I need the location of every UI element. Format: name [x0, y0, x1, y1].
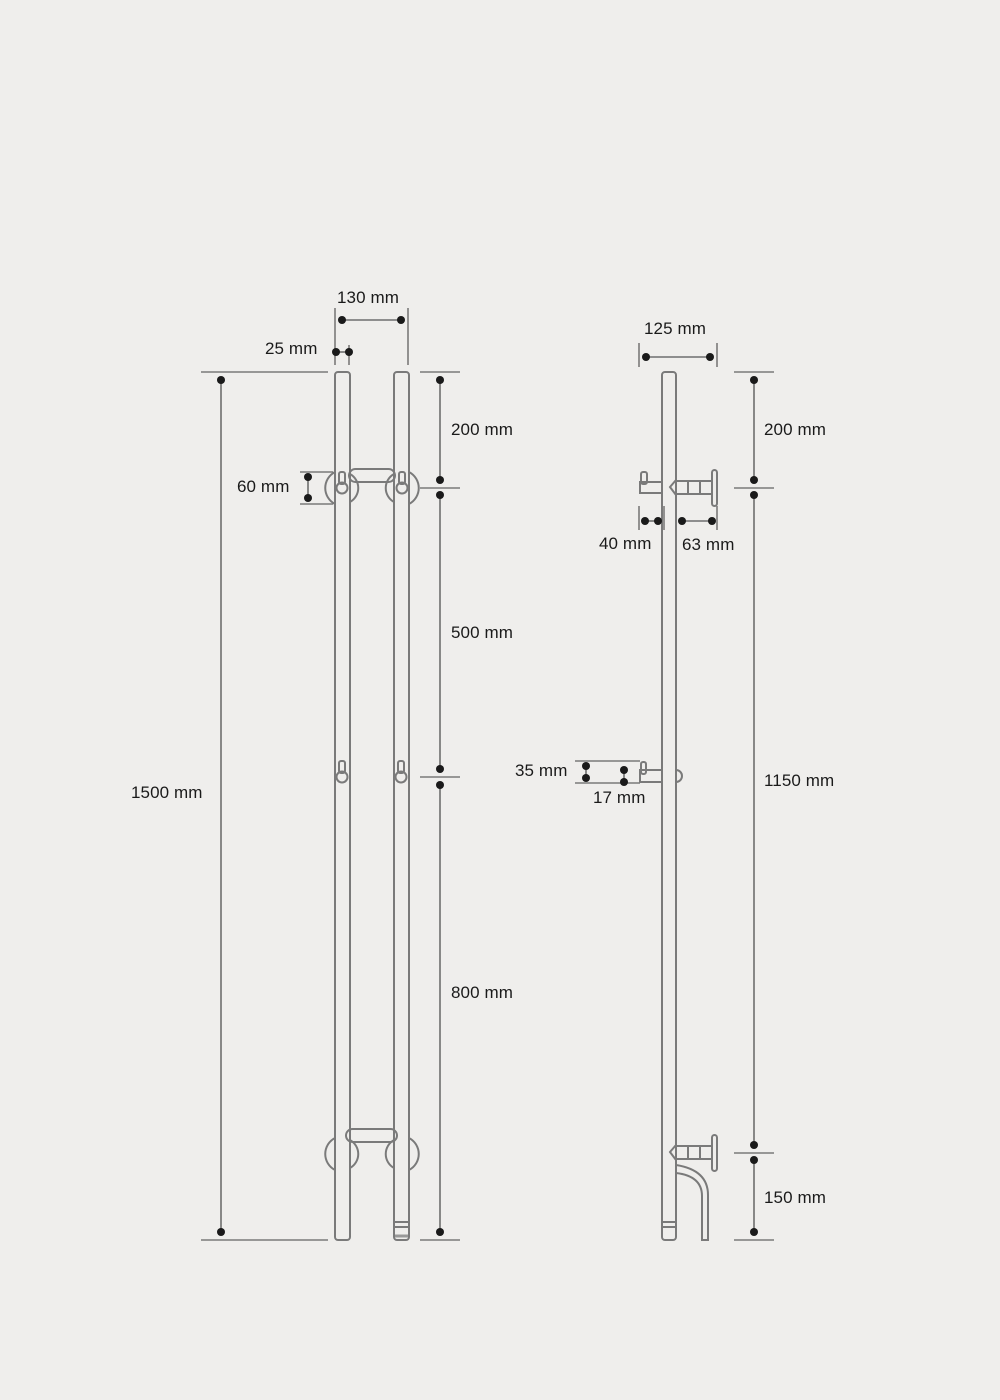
dim-label-bottom-segment: 800 mm	[451, 983, 514, 1002]
middle-pegs	[335, 760, 408, 784]
dim-label-peg-depth: 17 mm	[593, 788, 646, 807]
dim-label-bracket-depth: 63 mm	[682, 535, 735, 554]
right-bar	[393, 371, 410, 1241]
dim-label-top-segment: 200 mm	[451, 420, 514, 439]
dim-label-projection: 125 mm	[644, 319, 707, 338]
dim-label-total-height: 1500 mm	[131, 783, 203, 802]
side-view	[575, 343, 774, 1241]
top-hook-bracket	[639, 469, 718, 507]
dim-label-side-top-segment: 200 mm	[764, 420, 827, 439]
dim-label-side-bottom-segment: 150 mm	[764, 1188, 827, 1207]
dim-label-peg-height: 35 mm	[515, 761, 568, 780]
dim-label-middle-segment: 500 mm	[451, 623, 514, 642]
dim-label-hook-depth: 40 mm	[599, 534, 652, 553]
dim-label-bar-diameter: 25 mm	[265, 339, 318, 358]
middle-peg	[639, 761, 683, 783]
side-bar	[661, 371, 677, 1241]
bottom-bracket-arm	[668, 1134, 718, 1241]
dim-label-side-middle-segment: 1150 mm	[764, 771, 835, 790]
bottom-bracket	[324, 1128, 420, 1171]
top-bracket	[324, 468, 420, 505]
dim-label-bar-spacing: 130 mm	[337, 288, 400, 307]
front-view	[201, 308, 460, 1241]
dim-label-bracket-height: 60 mm	[237, 477, 290, 496]
left-bar	[334, 371, 351, 1241]
